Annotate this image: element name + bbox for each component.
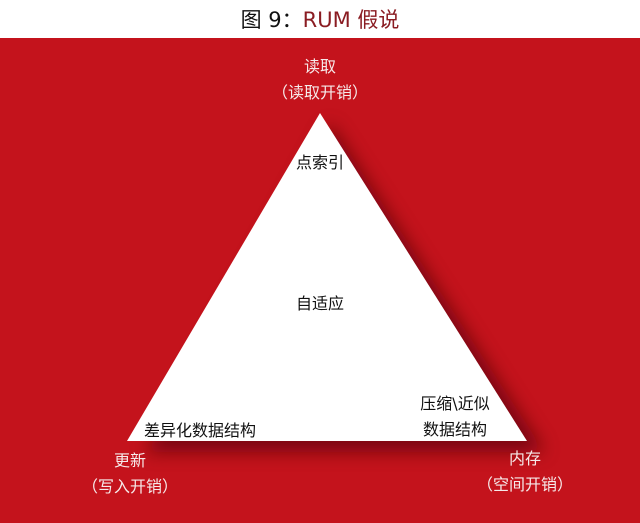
vertex-read: 读取 （读取开销）: [240, 54, 400, 106]
label-adaptive: 自适应: [295, 294, 344, 313]
label-compressed-line2: 数据结构: [422, 420, 487, 439]
vertex-memory-name: 内存: [508, 449, 541, 468]
vertex-update: 更新 （写入开销）: [50, 448, 210, 500]
vertex-update-cost: （写入开销）: [81, 477, 178, 496]
vertex-read-name: 读取: [303, 57, 336, 76]
figure-title-text: RUM 假说: [302, 8, 400, 32]
rum-triangle: [127, 113, 527, 441]
vertex-memory-cost: （空间开销）: [476, 475, 573, 494]
label-compressed-line1: 压缩\近似: [420, 394, 490, 413]
label-compressed-structures: 压缩\近似 数据结构: [395, 391, 515, 443]
figure-title: 图 9：RUM 假说: [0, 0, 640, 38]
figure-number: 图 9：: [240, 8, 303, 32]
vertex-update-name: 更新: [113, 451, 146, 470]
label-differential-structures: 差异化数据结构: [143, 421, 256, 440]
vertex-read-cost: （读取开销）: [271, 83, 368, 102]
vertex-memory: 内存 （空间开销）: [445, 446, 605, 498]
label-point-index: 点索引: [295, 153, 344, 172]
